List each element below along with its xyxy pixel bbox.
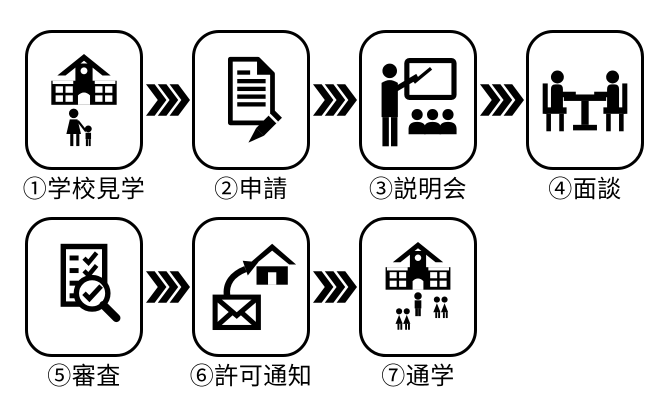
flow-arrow-icon — [310, 217, 359, 357]
step-7-label: ⑦通学 — [381, 363, 455, 390]
step-4-label: ④面談 — [548, 176, 622, 203]
flow-arrow-icon — [143, 217, 192, 357]
application-document-pencil-icon — [227, 56, 282, 143]
step-6-box — [192, 217, 310, 357]
step-3: ③説明会 — [359, 30, 477, 205]
flow-row-1: ①学校見学 — [22, 30, 644, 205]
step-6-label: ⑥許可通知 — [189, 363, 313, 390]
step-1-label: ①学校見学 — [22, 176, 146, 203]
flow-row-2: ⑤審査 ⑥許 — [0, 205, 672, 392]
attending-school-icon — [385, 242, 451, 330]
step-3-label: ③説明会 — [369, 176, 467, 203]
step-3-box — [359, 30, 477, 170]
information-session-icon — [381, 58, 457, 147]
flow-arrow-icon — [477, 30, 526, 170]
step-4-box — [526, 30, 644, 170]
step-7-box — [359, 217, 477, 357]
step-2: ②申請 — [192, 30, 310, 205]
step-2-label: ②申請 — [214, 176, 288, 203]
step-1: ①学校見学 — [22, 30, 146, 205]
step-4: ④面談 — [526, 30, 644, 205]
step-1-box — [25, 30, 143, 170]
flow-arrow-icon — [143, 30, 192, 170]
permission-notice-mail-house-icon — [212, 243, 297, 331]
screening-checklist-magnifier-icon — [60, 243, 121, 323]
step-5: ⑤審査 — [25, 217, 143, 392]
step-2-box — [192, 30, 310, 170]
step-5-box — [25, 217, 143, 357]
interview-table-icon — [542, 70, 628, 132]
step-5-label: ⑤審査 — [47, 363, 121, 390]
flow-arrow-icon — [310, 30, 359, 170]
step-6: ⑥許可通知 — [189, 217, 313, 392]
school-visit-icon — [51, 53, 117, 146]
step-7: ⑦通学 — [359, 217, 477, 392]
